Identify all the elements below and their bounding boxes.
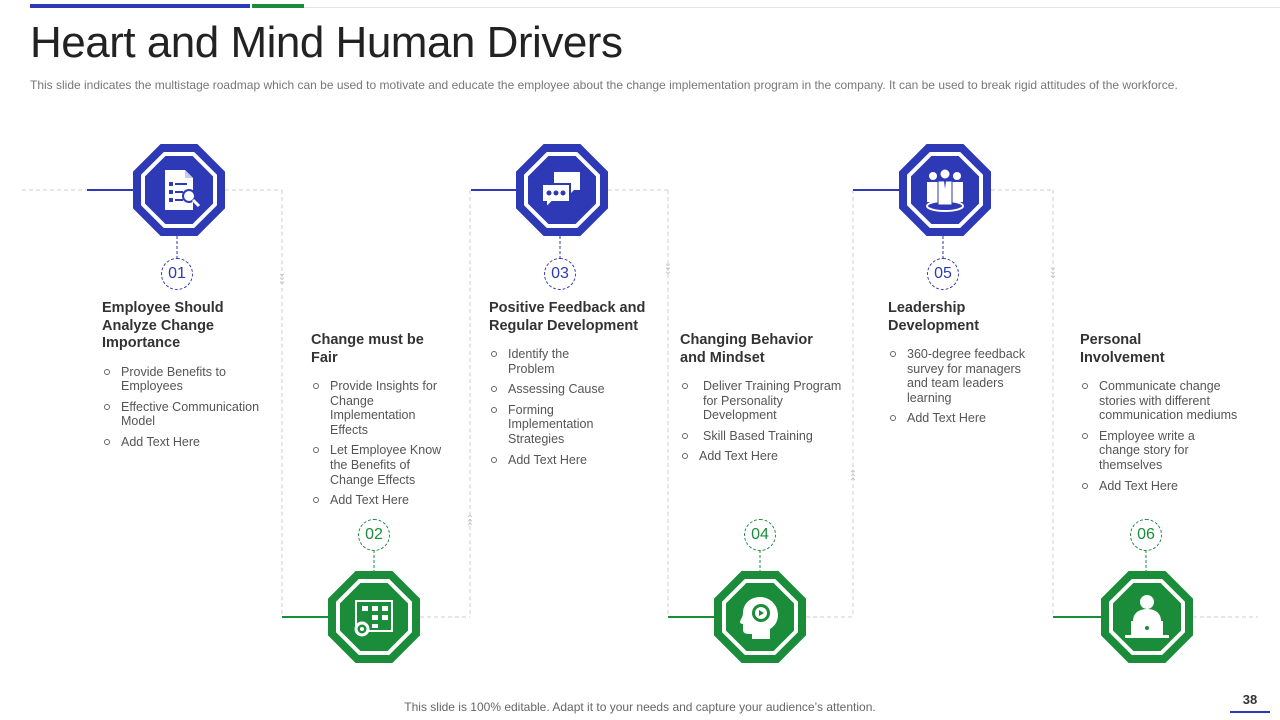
chat-bubbles-icon <box>541 172 580 211</box>
step-6-content: Personal Involvement Communicate change … <box>1080 332 1240 499</box>
person-laptop-icon <box>1125 595 1169 638</box>
list-item: Provide Benefits to Employees <box>102 365 272 394</box>
step-bullets: Communicate change stories with differen… <box>1080 379 1240 493</box>
page-number-underline <box>1230 711 1270 713</box>
list-item: Effective Communication Model <box>102 400 272 429</box>
slide-title: Heart and Mind Human Drivers <box>30 18 623 67</box>
list-item: Add Text Here <box>102 435 272 450</box>
list-item: Communicate change stories with differen… <box>1080 379 1240 423</box>
list-item: Deliver Training Program for Personality… <box>680 379 850 423</box>
step-2-content: Change must be Fair Provide Insights for… <box>311 332 451 514</box>
step-bullets: Provide Benefits to Employees Effective … <box>102 365 272 450</box>
step-1-icon-badge <box>133 144 225 236</box>
step-3-content: Positive Feedback and Regular Developmen… <box>489 300 659 473</box>
list-item: Add Text Here <box>311 493 451 508</box>
step-3-icon-badge <box>516 144 608 236</box>
step-2-icon-badge <box>328 571 420 663</box>
chevron-up-icon: ⌃⌃⌃ <box>465 514 475 533</box>
process-chart-gear-icon <box>354 600 393 637</box>
list-item: Add Text Here <box>680 449 850 464</box>
step-bullets: 360-degree feedback survey for managers … <box>888 347 1033 426</box>
chevron-down-icon: ⌄⌄⌄ <box>277 268 287 287</box>
step-1-content: Employee Should Analyze Change Importanc… <box>102 300 272 455</box>
list-item: Forming Implementation Strategies <box>489 403 659 447</box>
list-item: Identify the Problem <box>489 347 659 376</box>
step-number: 04 <box>744 519 776 551</box>
list-item: Skill Based Training <box>680 429 850 444</box>
list-item: 360-degree feedback survey for managers … <box>888 347 1033 405</box>
step-number: 01 <box>161 258 193 290</box>
step-5-icon-badge <box>899 144 991 236</box>
leadership-team-icon <box>926 168 964 212</box>
step-bullets: Provide Insights for Change Implementati… <box>311 379 451 508</box>
top-divider <box>304 7 1280 8</box>
step-title: Positive Feedback and Regular Developmen… <box>489 300 646 334</box>
step-4-icon-badge <box>714 571 806 663</box>
list-item: Add Text Here <box>489 453 659 468</box>
step-title: Change must be Fair <box>311 332 424 366</box>
step-number: 03 <box>544 258 576 290</box>
step-number: 05 <box>927 258 959 290</box>
list-item: Let Employee Know the Benefits of Change… <box>311 443 451 487</box>
step-number: 06 <box>1130 519 1162 551</box>
list-item: Employee write a change story for themse… <box>1080 429 1240 473</box>
step-title: Employee Should Analyze Change Importanc… <box>102 300 224 351</box>
step-bullets: Deliver Training Program for Personality… <box>680 379 850 464</box>
chevron-up-icon: ⌃⌃⌃ <box>848 469 858 488</box>
chevron-down-icon: ⌄⌄⌄ <box>663 258 673 277</box>
top-accent-blue <box>30 4 250 8</box>
slide-footer: This slide is 100% editable. Adapt it to… <box>404 700 876 714</box>
list-item: Add Text Here <box>888 411 1033 426</box>
top-accent-green <box>252 4 304 8</box>
step-5-content: Leadership Development 360-degree feedba… <box>888 300 1033 432</box>
step-title: Leadership Development <box>888 300 980 334</box>
slide-subtitle: This slide indicates the multistage road… <box>30 78 1178 92</box>
chevron-down-icon: ⌄⌄⌄ <box>1048 262 1058 281</box>
list-item: Assessing Cause <box>489 382 659 397</box>
step-title: Personal Involvement <box>1080 332 1165 366</box>
step-6-icon-badge <box>1101 571 1193 663</box>
document-analysis-icon <box>165 170 201 210</box>
head-gear-icon <box>740 597 778 639</box>
step-number: 02 <box>358 519 390 551</box>
list-item: Provide Insights for Change Implementati… <box>311 379 451 437</box>
step-title: Changing Behavior and Mindset <box>680 332 813 366</box>
page-number: 38 <box>1242 692 1258 707</box>
step-bullets: Identify the Problem Assessing Cause For… <box>489 347 659 467</box>
step-4-content: Changing Behavior and Mindset Deliver Tr… <box>680 332 850 470</box>
list-item: Add Text Here <box>1080 479 1240 494</box>
